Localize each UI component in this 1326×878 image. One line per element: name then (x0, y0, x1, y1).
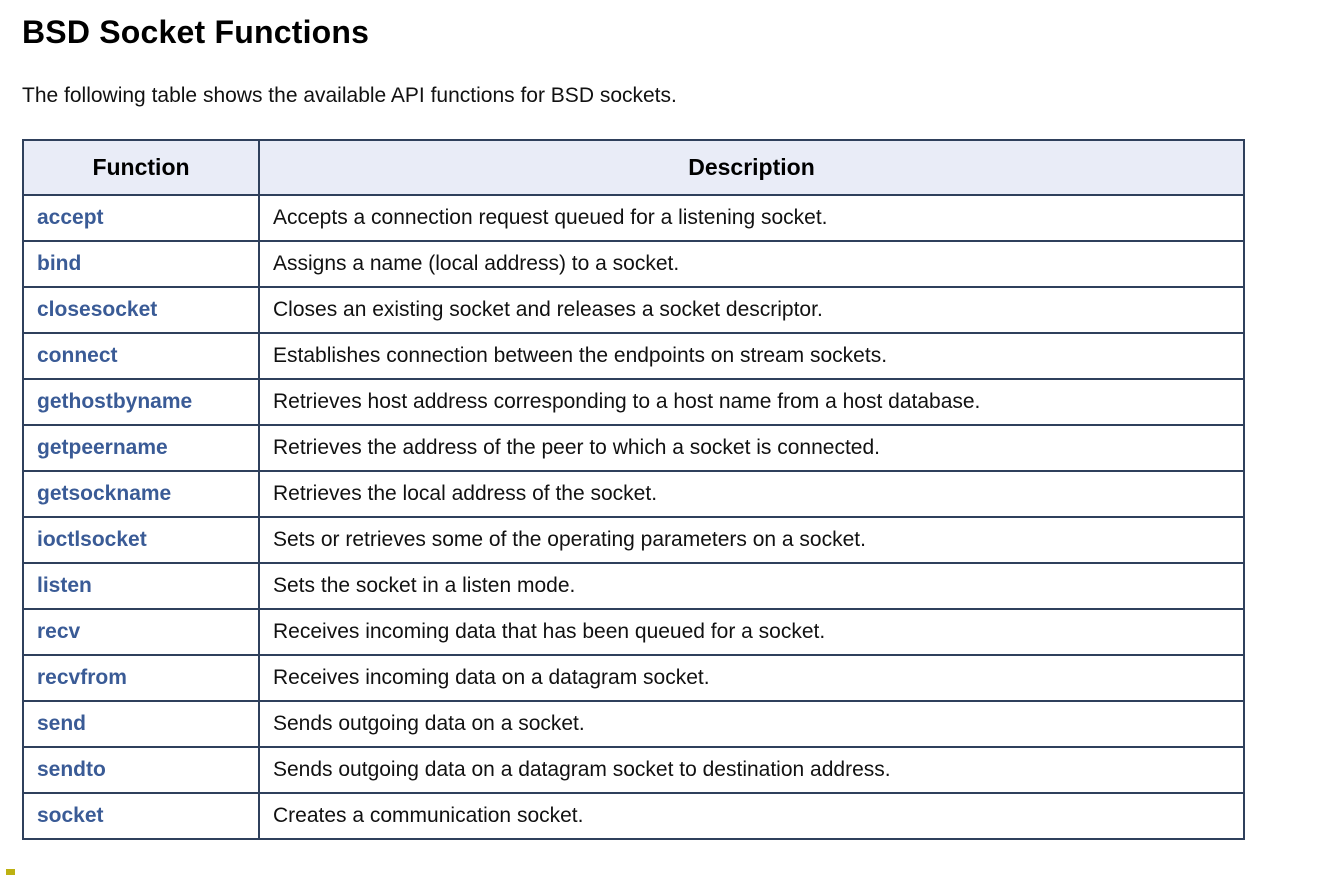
function-link[interactable]: accept (37, 206, 104, 229)
table-row: closesocket Closes an existing socket an… (22, 286, 1245, 334)
yellow-artifact-mark (6, 869, 15, 875)
table-row: listen Sets the socket in a listen mode. (22, 562, 1245, 610)
description-cell: Closes an existing socket and releases a… (258, 286, 1245, 334)
function-cell: accept (22, 194, 260, 242)
function-cell: bind (22, 240, 260, 288)
table-row: bind Assigns a name (local address) to a… (22, 240, 1245, 288)
function-link[interactable]: connect (37, 344, 118, 367)
description-cell: Retrieves host address corresponding to … (258, 378, 1245, 426)
description-cell: Sends outgoing data on a socket. (258, 700, 1245, 748)
description-cell: Assigns a name (local address) to a sock… (258, 240, 1245, 288)
description-cell: Sends outgoing data on a datagram socket… (258, 746, 1245, 794)
table-row: gethostbyname Retrieves host address cor… (22, 378, 1245, 426)
function-cell: sendto (22, 746, 260, 794)
function-link[interactable]: getsockname (37, 482, 172, 505)
function-cell: getpeername (22, 424, 260, 472)
function-cell: closesocket (22, 286, 260, 334)
function-link[interactable]: closesocket (37, 298, 158, 321)
function-link[interactable]: send (37, 712, 87, 735)
intro-text: The following table shows the available … (22, 84, 677, 107)
function-link[interactable]: socket (37, 804, 104, 827)
table-header-row: Function Description (22, 139, 1245, 196)
function-cell: ioctlsocket (22, 516, 260, 564)
description-cell: Sets the socket in a listen mode. (258, 562, 1245, 610)
table-row: send Sends outgoing data on a socket. (22, 700, 1245, 748)
table-row: socket Creates a communication socket. (22, 792, 1245, 840)
function-link[interactable]: gethostbyname (37, 390, 193, 413)
table-row: sendto Sends outgoing data on a datagram… (22, 746, 1245, 794)
table-row: recv Receives incoming data that has bee… (22, 608, 1245, 656)
description-cell: Receives incoming data that has been que… (258, 608, 1245, 656)
description-cell: Retrieves the address of the peer to whi… (258, 424, 1245, 472)
table-row: accept Accepts a connection request queu… (22, 194, 1245, 242)
function-cell: send (22, 700, 260, 748)
function-cell: getsockname (22, 470, 260, 518)
table-row: ioctlsocket Sets or retrieves some of th… (22, 516, 1245, 564)
description-cell: Accepts a connection request queued for … (258, 194, 1245, 242)
function-cell: gethostbyname (22, 378, 260, 426)
table-row: getpeername Retrieves the address of the… (22, 424, 1245, 472)
description-cell: Creates a communication socket. (258, 792, 1245, 840)
column-header-function: Function (22, 139, 260, 196)
function-cell: listen (22, 562, 260, 610)
function-link[interactable]: bind (37, 252, 82, 275)
function-cell: socket (22, 792, 260, 840)
table-row: connect Establishes connection between t… (22, 332, 1245, 380)
function-link[interactable]: ioctlsocket (37, 528, 147, 551)
function-link[interactable]: getpeername (37, 436, 168, 459)
function-link[interactable]: recvfrom (37, 666, 127, 689)
column-header-description: Description (258, 139, 1245, 196)
table-row: getsockname Retrieves the local address … (22, 470, 1245, 518)
page-title: BSD Socket Functions (22, 14, 370, 50)
bsd-socket-functions-table: Function Description accept Accepts a co… (22, 139, 1245, 840)
description-cell: Sets or retrieves some of the operating … (258, 516, 1245, 564)
function-link[interactable]: listen (37, 574, 92, 597)
description-cell: Establishes connection between the endpo… (258, 332, 1245, 380)
function-cell: recvfrom (22, 654, 260, 702)
description-cell: Retrieves the local address of the socke… (258, 470, 1245, 518)
description-cell: Receives incoming data on a datagram soc… (258, 654, 1245, 702)
function-link[interactable]: sendto (37, 758, 106, 781)
function-link[interactable]: recv (37, 620, 81, 643)
function-cell: recv (22, 608, 260, 656)
table-row: recvfrom Receives incoming data on a dat… (22, 654, 1245, 702)
function-cell: connect (22, 332, 260, 380)
